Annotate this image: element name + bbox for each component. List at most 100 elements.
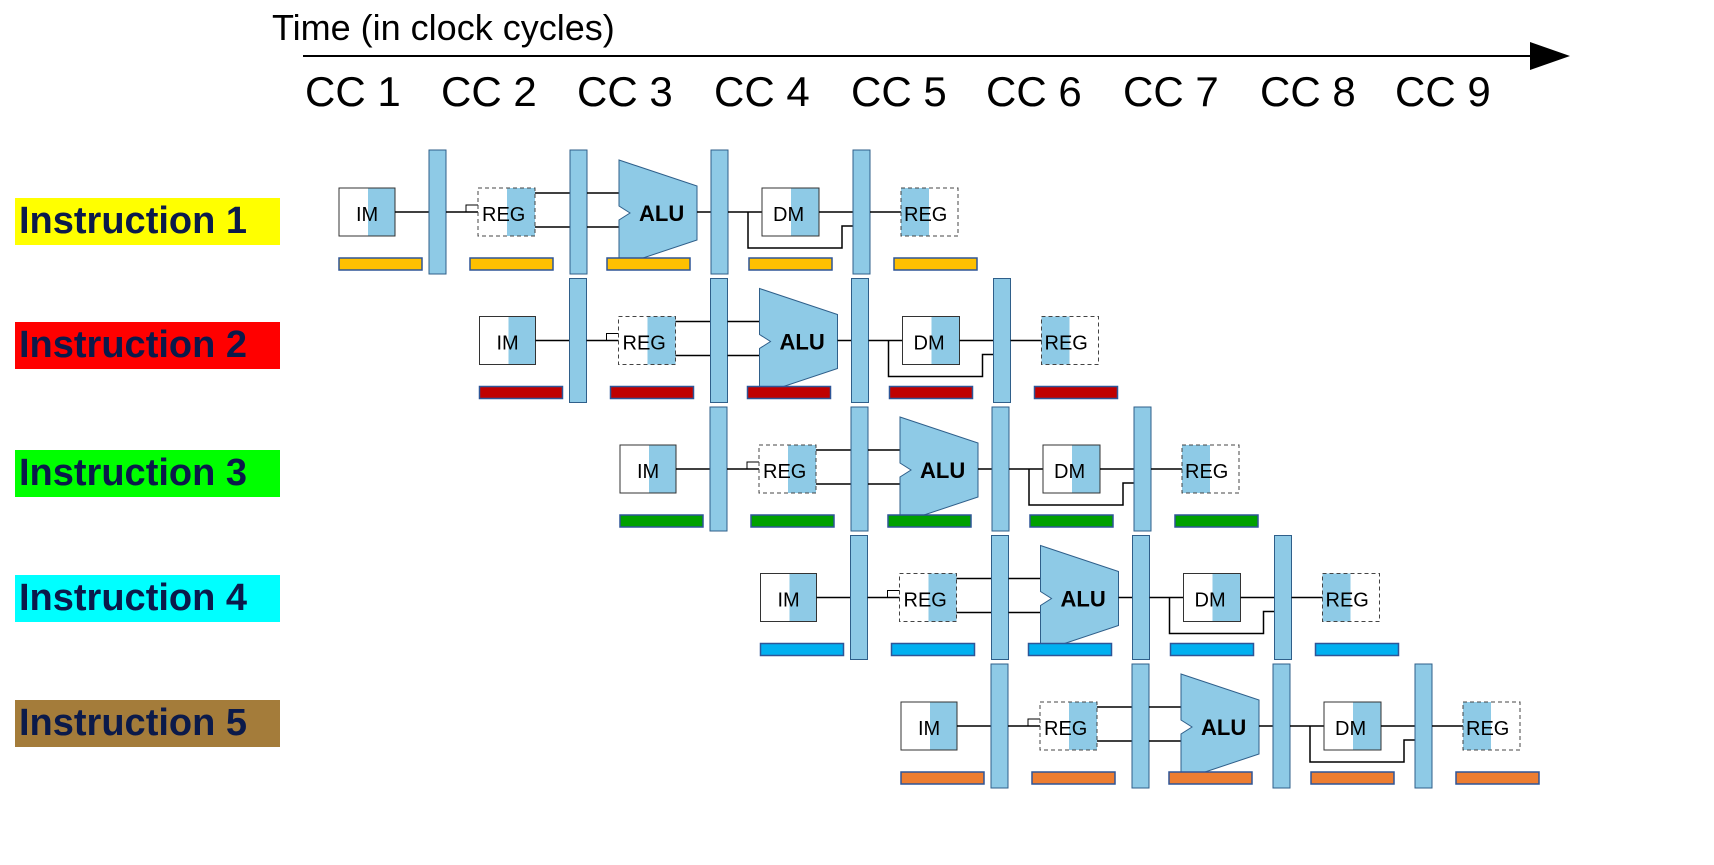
cycle-label-8: CC 8 bbox=[1260, 68, 1356, 115]
pipeline-register bbox=[850, 535, 868, 660]
pipeline-register bbox=[993, 278, 1011, 403]
pipeline-register bbox=[1272, 663, 1291, 789]
pipeline-register bbox=[710, 149, 729, 275]
dm-label: DM bbox=[1335, 718, 1366, 740]
dm-label: DM bbox=[1195, 590, 1226, 612]
dm-label: DM bbox=[1054, 461, 1085, 483]
pipeline-register bbox=[851, 278, 869, 403]
pipeline-register bbox=[569, 149, 588, 275]
alu-block bbox=[1180, 673, 1260, 781]
reg-read-label: REG bbox=[904, 590, 947, 612]
pipeline-row-3: IM REG ALU DM REG bbox=[619, 406, 1259, 532]
im-label: IM bbox=[778, 590, 800, 612]
alu-label: ALU bbox=[1201, 715, 1246, 740]
stage-bar-1 bbox=[619, 514, 704, 528]
cycle-label-6: CC 6 bbox=[986, 68, 1082, 115]
reg-read-label: REG bbox=[482, 204, 525, 226]
cycle-label-7: CC 7 bbox=[1123, 68, 1219, 115]
alu-block bbox=[759, 287, 838, 396]
stage-bar-5 bbox=[1455, 771, 1540, 785]
alu-block bbox=[1040, 544, 1119, 653]
pipeline-row-4: IM REG ALU DM REG bbox=[759, 535, 1400, 660]
stage-bar-2 bbox=[469, 257, 554, 271]
pipeline-register bbox=[852, 149, 871, 275]
instruction-label-1: Instruction 1 bbox=[15, 198, 280, 245]
stage-bar-3 bbox=[606, 257, 691, 271]
pipeline-register bbox=[850, 406, 869, 532]
stage-bar-5 bbox=[1033, 385, 1119, 400]
cycle-label-4: CC 4 bbox=[714, 68, 810, 115]
stage-bar-3 bbox=[1168, 771, 1253, 785]
stage-bar-4 bbox=[1169, 642, 1255, 657]
stage-bar-5 bbox=[1314, 642, 1400, 657]
stage-bar-1 bbox=[900, 771, 985, 785]
stage-bar-5 bbox=[1174, 514, 1259, 528]
reg-read-label: REG bbox=[1044, 718, 1087, 740]
time-axis-title: Time (in clock cycles) bbox=[272, 7, 615, 48]
stage-bar-4 bbox=[1310, 771, 1395, 785]
pipeline-register bbox=[428, 149, 447, 275]
instruction-label-4: Instruction 4 bbox=[15, 575, 280, 622]
reg-read-label: REG bbox=[623, 333, 666, 355]
stage-bar-5 bbox=[893, 257, 978, 271]
instruction-label-2: Instruction 2 bbox=[15, 322, 280, 369]
reg-write-label: REG bbox=[1045, 333, 1088, 355]
pipeline-register bbox=[1133, 406, 1152, 532]
stage-bar-1 bbox=[338, 257, 423, 271]
stage-bar-3 bbox=[887, 514, 972, 528]
cycle-label-3: CC 3 bbox=[577, 68, 673, 115]
reg-read-label: REG bbox=[763, 461, 806, 483]
stage-bar-2 bbox=[890, 642, 976, 657]
dm-label: DM bbox=[914, 333, 945, 355]
alu-label: ALU bbox=[920, 458, 965, 483]
im-label: IM bbox=[637, 461, 659, 483]
instruction-label-3: Instruction 3 bbox=[15, 450, 280, 497]
reg-write-block bbox=[1322, 573, 1380, 622]
reg-write-label: REG bbox=[1185, 461, 1228, 483]
im-label: IM bbox=[918, 718, 940, 740]
alu-block bbox=[618, 159, 698, 267]
reg-read-block bbox=[899, 573, 957, 622]
pipeline-register bbox=[1131, 663, 1150, 789]
reg-write-block bbox=[1181, 444, 1240, 494]
reg-write-label: REG bbox=[904, 204, 947, 226]
stage-bar-2 bbox=[750, 514, 835, 528]
time-axis-arrowhead bbox=[1530, 42, 1570, 70]
reg-write-block bbox=[1041, 316, 1099, 365]
reg-read-block bbox=[1039, 701, 1098, 751]
reg-read-block bbox=[477, 187, 536, 237]
stage-bar-2 bbox=[1031, 771, 1116, 785]
im-label: IM bbox=[497, 333, 519, 355]
alu-label: ALU bbox=[639, 201, 684, 226]
pipeline-register bbox=[1414, 663, 1433, 789]
alu-label: ALU bbox=[1061, 587, 1106, 612]
pipeline-register bbox=[569, 278, 587, 403]
reg-write-label: REG bbox=[1466, 718, 1509, 740]
stage-bar-4 bbox=[1029, 514, 1114, 528]
stage-bar-1 bbox=[478, 385, 564, 400]
stage-bar-3 bbox=[746, 385, 832, 400]
pipeline-register bbox=[1274, 535, 1292, 660]
reg-read-block bbox=[618, 316, 676, 365]
reg-write-label: REG bbox=[1326, 590, 1369, 612]
stage-bar-4 bbox=[748, 257, 833, 271]
cycle-label-2: CC 2 bbox=[441, 68, 537, 115]
cycle-label-1: CC 1 bbox=[305, 68, 401, 115]
pipeline-register bbox=[991, 406, 1010, 532]
pipeline-row-5: IM REG ALU DM REG bbox=[900, 663, 1540, 789]
reg-write-block bbox=[1462, 701, 1521, 751]
stage-bar-4 bbox=[888, 385, 974, 400]
instruction-label-5: Instruction 5 bbox=[15, 700, 280, 747]
cycle-label-5: CC 5 bbox=[851, 68, 947, 115]
stage-bar-1 bbox=[759, 642, 845, 657]
reg-read-block bbox=[758, 444, 817, 494]
dm-label: DM bbox=[773, 204, 804, 226]
pipeline-register bbox=[1132, 535, 1150, 660]
pipeline-register bbox=[991, 535, 1009, 660]
pipeline-register bbox=[990, 663, 1009, 789]
stage-bar-3 bbox=[1027, 642, 1113, 657]
